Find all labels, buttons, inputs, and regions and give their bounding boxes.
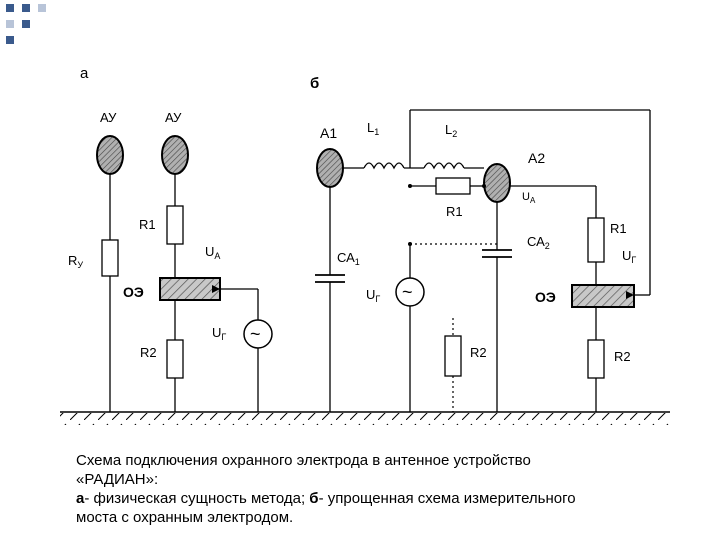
ug-mid-label: UГ: [366, 287, 380, 304]
r1-left-label: R1: [139, 217, 156, 232]
r1-right-label: R1: [610, 221, 627, 236]
oe-left-label: ОЭ: [123, 284, 144, 300]
ua-top-label: UA: [522, 191, 536, 205]
au-right-label: АУ: [165, 110, 182, 125]
resistor-r2-right: [587, 339, 605, 379]
r2-right-label: R2: [614, 349, 631, 364]
tilde-mid: ~: [402, 282, 413, 302]
oe-right-label: ОЭ: [535, 289, 556, 305]
r1-mid-label: R1: [446, 204, 463, 219]
deco-square: [22, 4, 30, 12]
a2-label: А2: [528, 150, 545, 166]
slider-arrow: [626, 291, 634, 299]
au-left-label: АУ: [100, 110, 117, 125]
junction-dot: [482, 184, 486, 188]
ry-label: RУ: [68, 253, 83, 270]
r2-mid-label: R2: [470, 345, 487, 360]
slider-arrow: [212, 285, 220, 293]
caption-line-1: Схема подключения охранного электрода в …: [76, 452, 531, 469]
antenna-electrode-a2: [483, 163, 511, 203]
guard-electrode-right: [571, 284, 635, 308]
caption: Схема подключения охранного электрода в …: [76, 451, 676, 527]
l2-label: L2: [445, 122, 457, 139]
caption-line-3: а- физическая сущность метода; б- упроще…: [76, 490, 576, 507]
deco-square: [6, 4, 14, 12]
ug-left-label: UГ: [212, 325, 226, 342]
ua-left-label: UA: [205, 244, 220, 261]
ground-hatch: [60, 413, 670, 425]
a1-label: А1: [320, 125, 337, 141]
guard-electrode-left: [159, 277, 221, 301]
inductor-l2: [423, 162, 465, 170]
caption-line-4: моста с охранным электродом.: [76, 509, 294, 526]
caption-line-2: «РАДИАН»:: [76, 471, 159, 488]
resistor-r1-mid: [435, 177, 471, 195]
resistor-r1-left: [166, 205, 184, 245]
deco-square: [22, 20, 30, 28]
antenna-electrode-left: [96, 135, 124, 175]
ca1-label: СА1: [337, 250, 360, 267]
ca2-label: СА2: [527, 234, 550, 251]
r2-left-label: R2: [140, 345, 157, 360]
deco-square: [6, 36, 14, 44]
antenna-electrode-right: [161, 135, 189, 175]
resistor-r2-left: [166, 339, 184, 379]
antenna-electrode-a1: [316, 148, 344, 188]
deco-square: [38, 4, 46, 12]
l1-label: L1: [367, 120, 379, 137]
deco-square: [6, 20, 14, 28]
ug-right-label: UГ: [622, 248, 636, 265]
panel-a-label: а: [80, 65, 89, 82]
junction-dot: [408, 184, 412, 188]
resistor-r1-right: [587, 217, 605, 263]
tilde-left: ~: [250, 324, 261, 344]
resistor-ry: [101, 239, 119, 277]
inductor-l1: [363, 162, 405, 170]
panel-b-label: б: [310, 75, 319, 92]
resistor-r2-mid: [444, 335, 462, 377]
